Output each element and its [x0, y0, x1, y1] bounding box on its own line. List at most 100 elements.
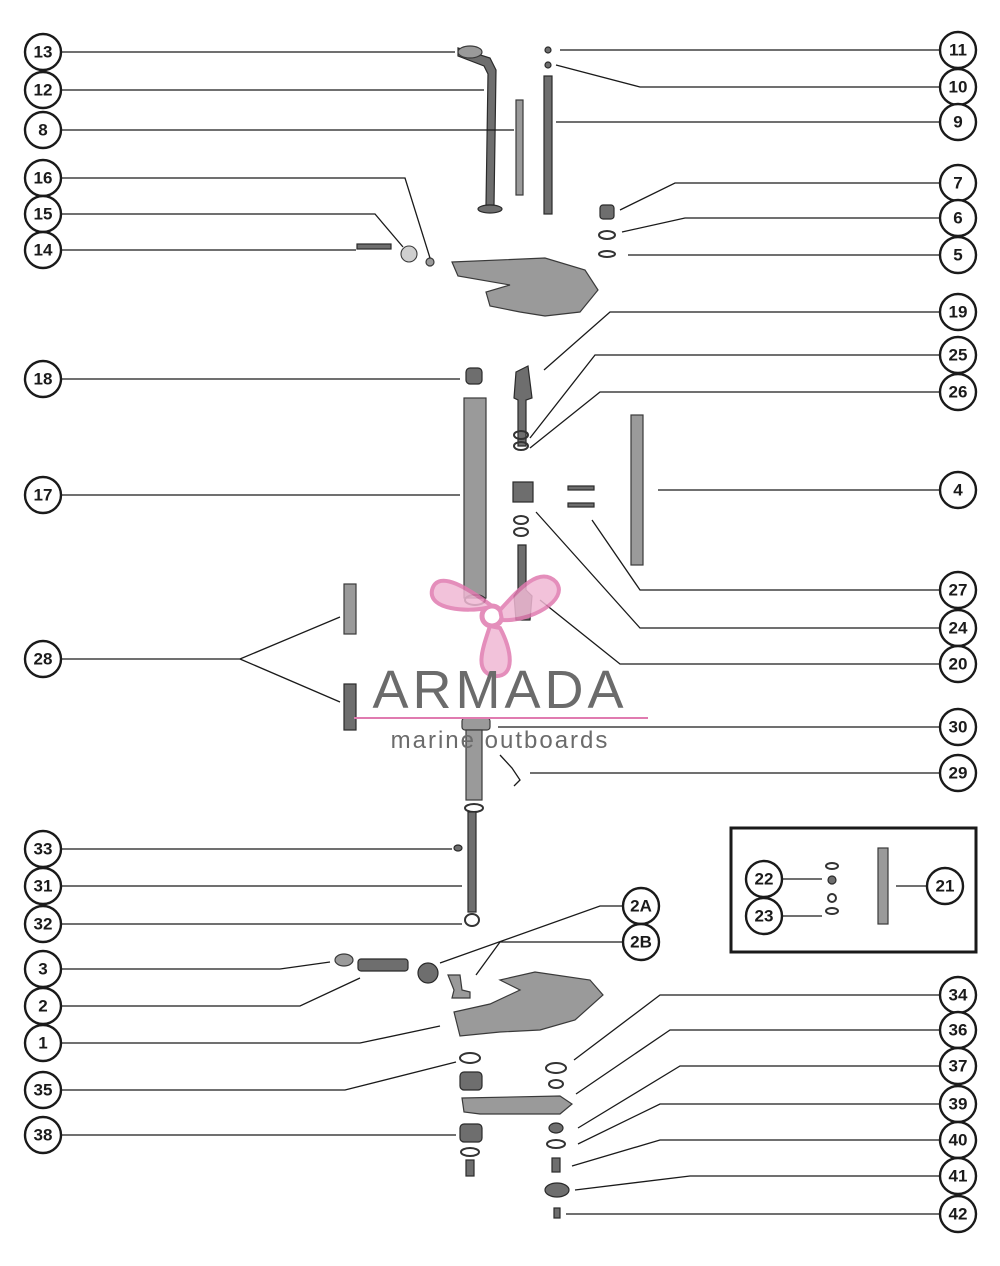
callout-41: 41 [938, 1156, 978, 1196]
part-5 [598, 250, 616, 258]
callout-25: 25 [938, 335, 978, 375]
part-25 [513, 430, 529, 440]
svg-text:37: 37 [949, 1057, 968, 1076]
part-42 [553, 1207, 561, 1219]
svg-text:18: 18 [34, 370, 53, 389]
part-33 [453, 844, 463, 852]
svg-text:2: 2 [38, 997, 47, 1016]
svg-text:11: 11 [949, 41, 967, 60]
callout-8: 8 [23, 110, 63, 150]
svg-text:39: 39 [949, 1095, 968, 1114]
callout-33: 33 [23, 829, 63, 869]
svg-text:25: 25 [949, 346, 968, 365]
callout-26: 26 [938, 372, 978, 412]
part-31 [467, 811, 477, 913]
callout-22: 22 [744, 859, 784, 899]
svg-text:2B: 2B [630, 933, 652, 952]
svg-text:28: 28 [34, 650, 53, 669]
callout-7: 7 [938, 163, 978, 203]
part-13 [457, 45, 483, 59]
callout-12: 12 [23, 70, 63, 110]
callout-32: 32 [23, 904, 63, 944]
part-8 [515, 99, 524, 196]
part-22b [827, 875, 837, 885]
svg-text:30: 30 [949, 718, 968, 737]
svg-text:35: 35 [34, 1081, 53, 1100]
callout-3: 3 [23, 949, 63, 989]
part-18 [465, 367, 483, 385]
part-11 [544, 46, 552, 54]
part-22a [825, 862, 839, 870]
part-21 [877, 847, 889, 925]
svg-text:29: 29 [949, 764, 968, 783]
svg-text:9: 9 [953, 113, 962, 132]
callout-5: 5 [938, 235, 978, 275]
part-2A [417, 962, 439, 984]
svg-text:34: 34 [949, 986, 968, 1005]
part-38-screw [465, 1159, 475, 1177]
part-23a [827, 893, 837, 903]
watermark: ARMADA marine outboards [354, 574, 648, 754]
part-4 [630, 414, 644, 566]
svg-text:24: 24 [949, 619, 968, 638]
part-17 [463, 397, 487, 599]
callout-21: 21 [925, 866, 965, 906]
callout-2: 2 [23, 986, 63, 1026]
svg-text:6: 6 [953, 209, 962, 228]
part-lower-ring [464, 803, 484, 813]
part-27b [567, 502, 595, 508]
svg-text:10: 10 [949, 78, 968, 97]
callout-27: 27 [938, 570, 978, 610]
svg-text:42: 42 [949, 1205, 968, 1224]
part-upper-bracket [451, 257, 599, 317]
callout-10: 10 [938, 67, 978, 107]
part-arm [461, 1095, 574, 1115]
part-24 [513, 515, 529, 525]
leader-lines [62, 49, 940, 1215]
watermark-brand: ARMADA [372, 660, 627, 720]
svg-text:5: 5 [953, 246, 962, 265]
part-34 [545, 1062, 567, 1074]
svg-text:12: 12 [34, 81, 53, 100]
svg-text:41: 41 [949, 1167, 968, 1186]
callout-34: 34 [938, 975, 978, 1015]
part-26 [513, 441, 529, 451]
callout-18: 18 [23, 359, 63, 399]
part-9 [543, 75, 553, 215]
callout-42: 42 [938, 1194, 978, 1234]
part-2B [447, 974, 471, 999]
part-6 [598, 230, 616, 240]
part-coupler [512, 481, 534, 503]
part-29 [499, 754, 521, 787]
svg-text:2A: 2A [630, 897, 652, 916]
svg-text:38: 38 [34, 1126, 53, 1145]
callout-1: 1 [23, 1023, 63, 1063]
callout-35: 35 [23, 1070, 63, 1110]
callout-16: 16 [23, 158, 63, 198]
part-rod-lower [465, 729, 483, 801]
callout-13: 13 [23, 32, 63, 72]
part-bent-rod-12 [457, 47, 497, 206]
callout-2A: 2A [621, 886, 661, 926]
part-41 [544, 1182, 570, 1198]
svg-text:16: 16 [34, 169, 53, 188]
callout-37: 37 [938, 1046, 978, 1086]
callout-24: 24 [938, 608, 978, 648]
part-24b [513, 527, 529, 537]
part-38 [459, 1123, 483, 1143]
inset-parts [825, 847, 889, 925]
svg-text:1: 1 [38, 1034, 47, 1053]
svg-text:3: 3 [38, 960, 47, 979]
callout-4: 4 [938, 470, 978, 510]
svg-text:32: 32 [34, 915, 53, 934]
callout-20: 20 [938, 644, 978, 684]
callout-31: 31 [23, 866, 63, 906]
svg-text:19: 19 [949, 303, 968, 322]
part-28b [343, 683, 357, 731]
svg-text:23: 23 [755, 907, 774, 926]
part-15 [400, 245, 418, 263]
svg-text:22: 22 [755, 870, 774, 889]
callout-11: 11 [938, 30, 978, 70]
part-19 [513, 365, 533, 447]
